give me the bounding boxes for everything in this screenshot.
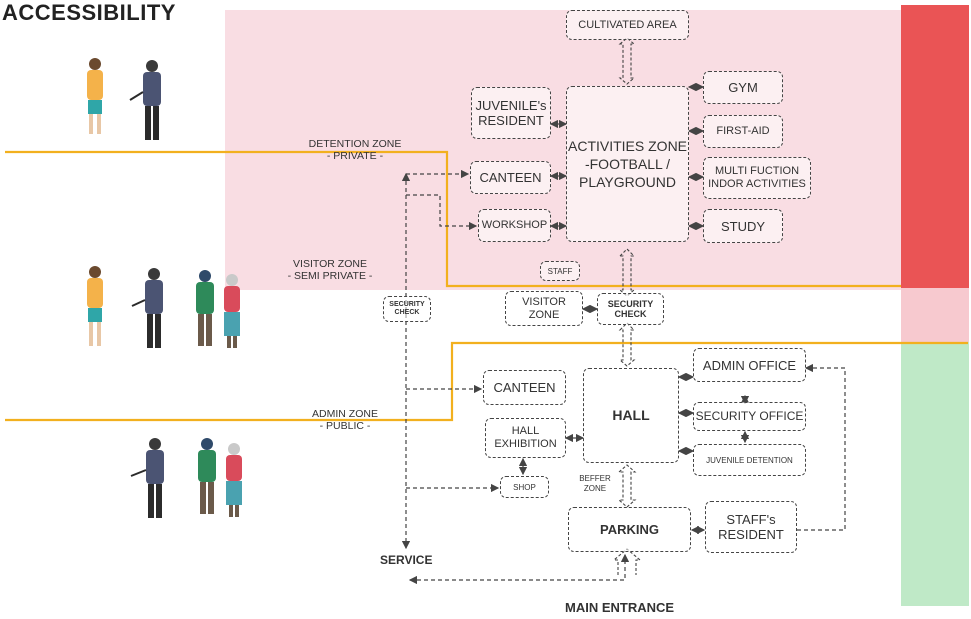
first-aid-box: FIRST-AID — [703, 115, 783, 148]
admin-office-box: ADMIN OFFICE — [693, 348, 806, 382]
visitor-zone-name: VISITOR ZONE — [293, 258, 367, 270]
hall-exhibition-box: HALL EXHIBITION — [485, 418, 566, 458]
semi-private-zone-swatch — [901, 288, 969, 342]
admin-zone-name: ADMIN ZONE — [312, 408, 378, 420]
hall-box: HALL — [583, 368, 679, 463]
private-zone-swatch — [901, 5, 969, 288]
parking-box: PARKING — [568, 507, 691, 552]
detention-zone-line — [5, 150, 901, 288]
admin-zone-line — [5, 341, 968, 422]
security-check-left-box: SECURITY CHECK — [383, 296, 431, 322]
main-entrance-label: MAIN ENTRANCE — [565, 600, 675, 615]
visitor-zone-label: VISITOR ZONE - SEMI PRIVATE - — [275, 258, 385, 282]
shop-box: SHOP — [500, 476, 549, 498]
detention-zone-label: DETENTION ZONE - PRIVATE - — [300, 138, 410, 162]
juvenile-detention-box: JUVENILE DETENTION — [693, 444, 806, 476]
study-box: STUDY — [703, 209, 783, 243]
staff-box: STAFF — [540, 261, 580, 281]
activities-zone-box: ACTIVITIES ZONE -FOOTBALL / PLAYGROUND — [566, 86, 689, 242]
security-office-box: SECURITY OFFICE — [693, 402, 806, 431]
visitor-zone-box: VISITOR ZONE — [505, 291, 583, 326]
workshop-box: WORKSHOP — [478, 209, 551, 242]
private-zone-band — [225, 10, 901, 290]
multi-function-box: MULTI FUCTION INDOR ACTIVITIES — [703, 157, 811, 199]
staff-resident-box: STAFF's RESIDENT — [705, 501, 797, 553]
visitor-zone-type: - SEMI PRIVATE - — [287, 270, 373, 282]
admin-zone-label: ADMIN ZONE - PUBLIC - — [300, 408, 390, 432]
cultivated-area-box: CULTIVATED AREA — [566, 10, 689, 40]
page-title: ACCESSIBILITY — [2, 0, 176, 25]
security-check-center-box: SECURITY CHECK — [597, 293, 664, 325]
detention-zone-name: DETENTION ZONE — [308, 138, 402, 150]
people-illustrations — [87, 58, 242, 518]
gym-box: GYM — [703, 71, 783, 104]
service-label: SERVICE — [380, 553, 433, 567]
canteen-admin-box: CANTEEN — [483, 370, 566, 405]
buffer-zone-label: BEFFER ZONE — [579, 474, 611, 493]
canteen-detention-box: CANTEEN — [470, 161, 551, 194]
juvenile-resident-box: JUVENILE's RESIDENT — [471, 87, 551, 139]
public-zone-swatch — [901, 342, 969, 606]
detention-zone-type: - PRIVATE - — [326, 150, 384, 162]
admin-zone-type: - PUBLIC - — [319, 420, 371, 432]
